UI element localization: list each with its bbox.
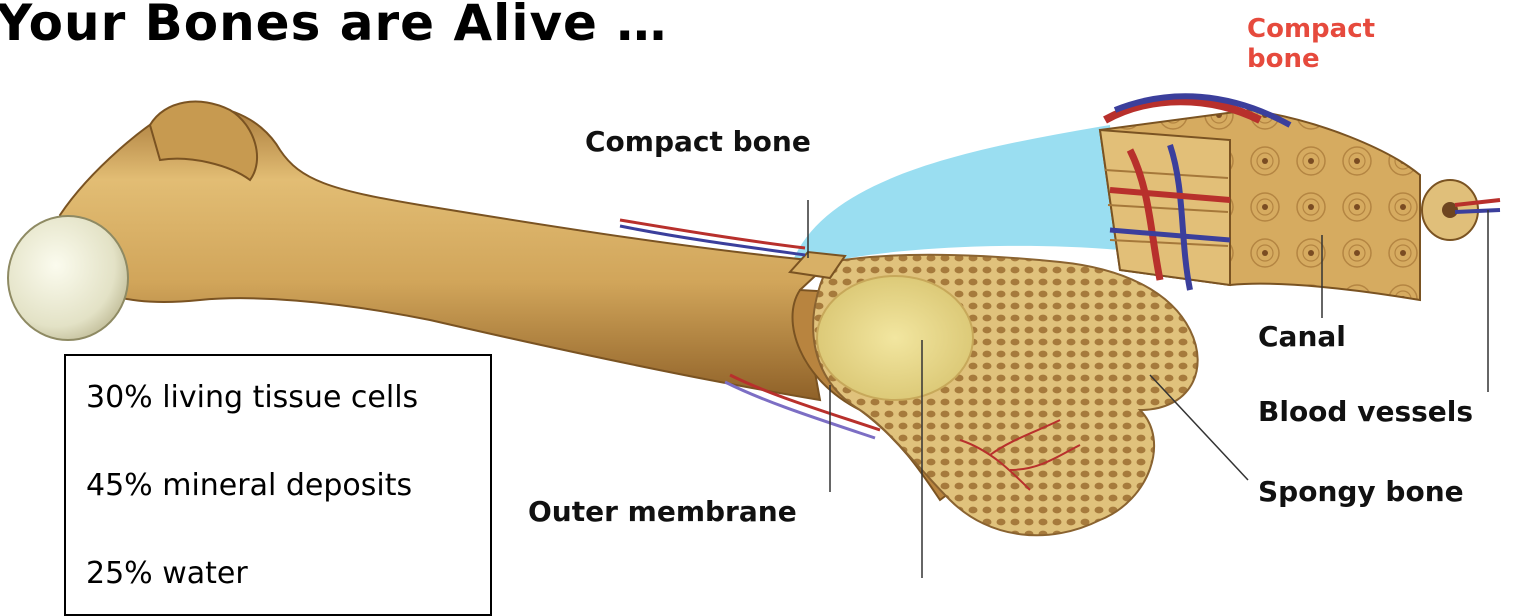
composition-item: 45% mineral deposits [86,468,412,503]
label-canal: Canal [1258,320,1346,353]
page-title: Your Bones are Alive … [0,0,667,52]
femoral-head [8,216,128,340]
label-blood-vessels: Blood vessels [1258,395,1473,428]
label-outer-membrane: Outer membrane [528,495,797,528]
zoom-highlight [790,125,1120,268]
composition-item: 30% living tissue cells [86,380,418,415]
label-spongy-bone: Spongy bone [1258,475,1464,508]
leader-spongy-bone [1150,375,1248,480]
composition-box: 30% living tissue cells 45% mineral depo… [64,354,492,616]
composition-item: 25% water [86,556,248,591]
marrow-cavity [817,276,973,400]
label-compact-bone: Compact bone [585,125,811,158]
inset-title: Compact bone [1247,14,1447,74]
compact-bone-inset [1100,96,1500,300]
